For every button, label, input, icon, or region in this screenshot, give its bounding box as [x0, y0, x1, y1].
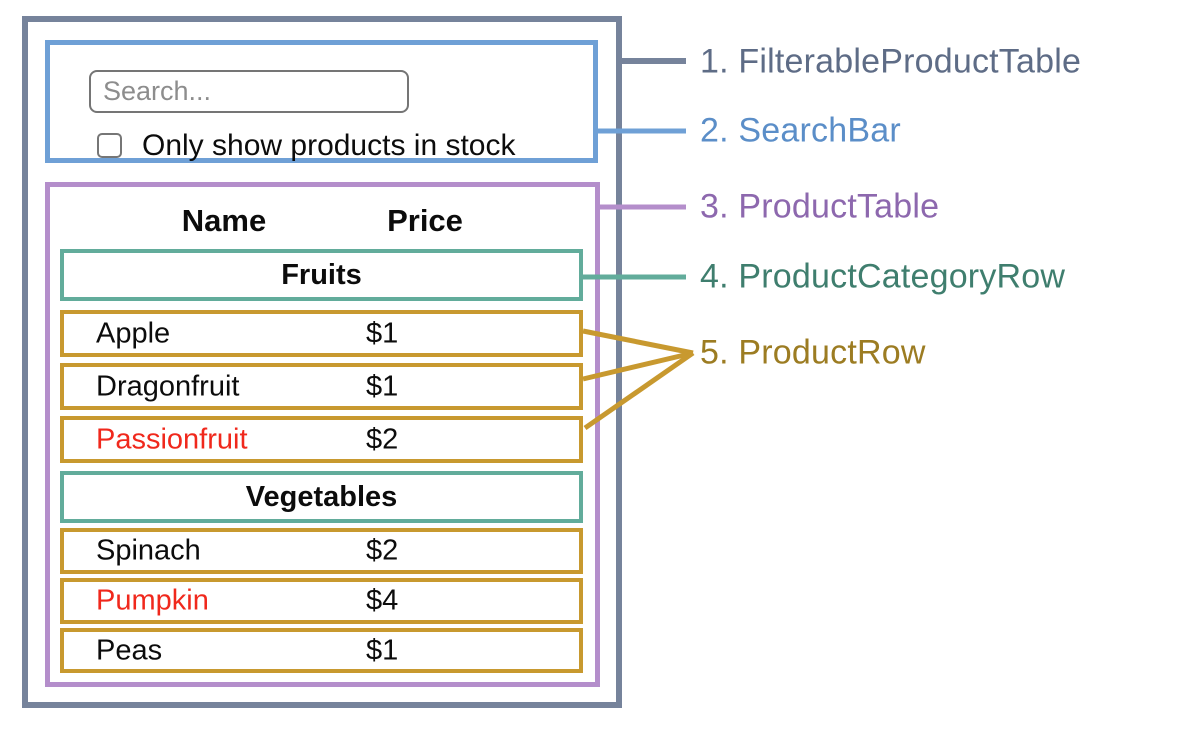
legend-filterable-product-table: 1. FilterableProductTable [700, 42, 1082, 81]
product-row-passionfruit: Passionfruit $2 [60, 416, 583, 463]
product-name-out-of-stock: Pumpkin [96, 584, 209, 617]
product-price: $1 [366, 370, 399, 402]
product-price: $1 [366, 317, 399, 349]
legend-product-row: 5. ProductRow [700, 333, 926, 372]
column-header-price: Price [387, 203, 463, 238]
product-price: $2 [366, 534, 399, 567]
product-price: $1 [366, 634, 399, 666]
product-price: $4 [366, 584, 399, 617]
column-header-name: Name [181, 203, 267, 238]
category-label: Fruits [281, 258, 362, 291]
search-input[interactable] [89, 70, 409, 113]
in-stock-checkbox-label: Only show products in stock [142, 129, 516, 162]
product-name-out-of-stock: Passionfruit [96, 423, 248, 455]
product-price: $2 [366, 423, 399, 455]
in-stock-checkbox[interactable] [97, 133, 122, 158]
product-name: Peas [96, 634, 163, 666]
product-name: Spinach [96, 534, 201, 567]
category-label: Vegetables [245, 480, 398, 513]
product-name: Apple [96, 317, 171, 349]
legend-product-category-row: 4. ProductCategoryRow [700, 257, 1066, 296]
product-category-row-fruits: Fruits [60, 249, 583, 301]
product-category-row-vegetables: Vegetables [60, 471, 583, 523]
product-row-apple: Apple $1 [60, 310, 583, 357]
product-name: Dragonfruit [96, 370, 240, 402]
legend-product-table: 3. ProductTable [700, 187, 940, 226]
product-row-peas: Peas $1 [60, 628, 583, 673]
product-row-dragonfruit: Dragonfruit $1 [60, 363, 583, 410]
legend-search-bar: 2. SearchBar [700, 111, 901, 150]
product-row-spinach: Spinach $2 [60, 528, 583, 574]
product-row-pumpkin: Pumpkin $4 [60, 578, 583, 624]
